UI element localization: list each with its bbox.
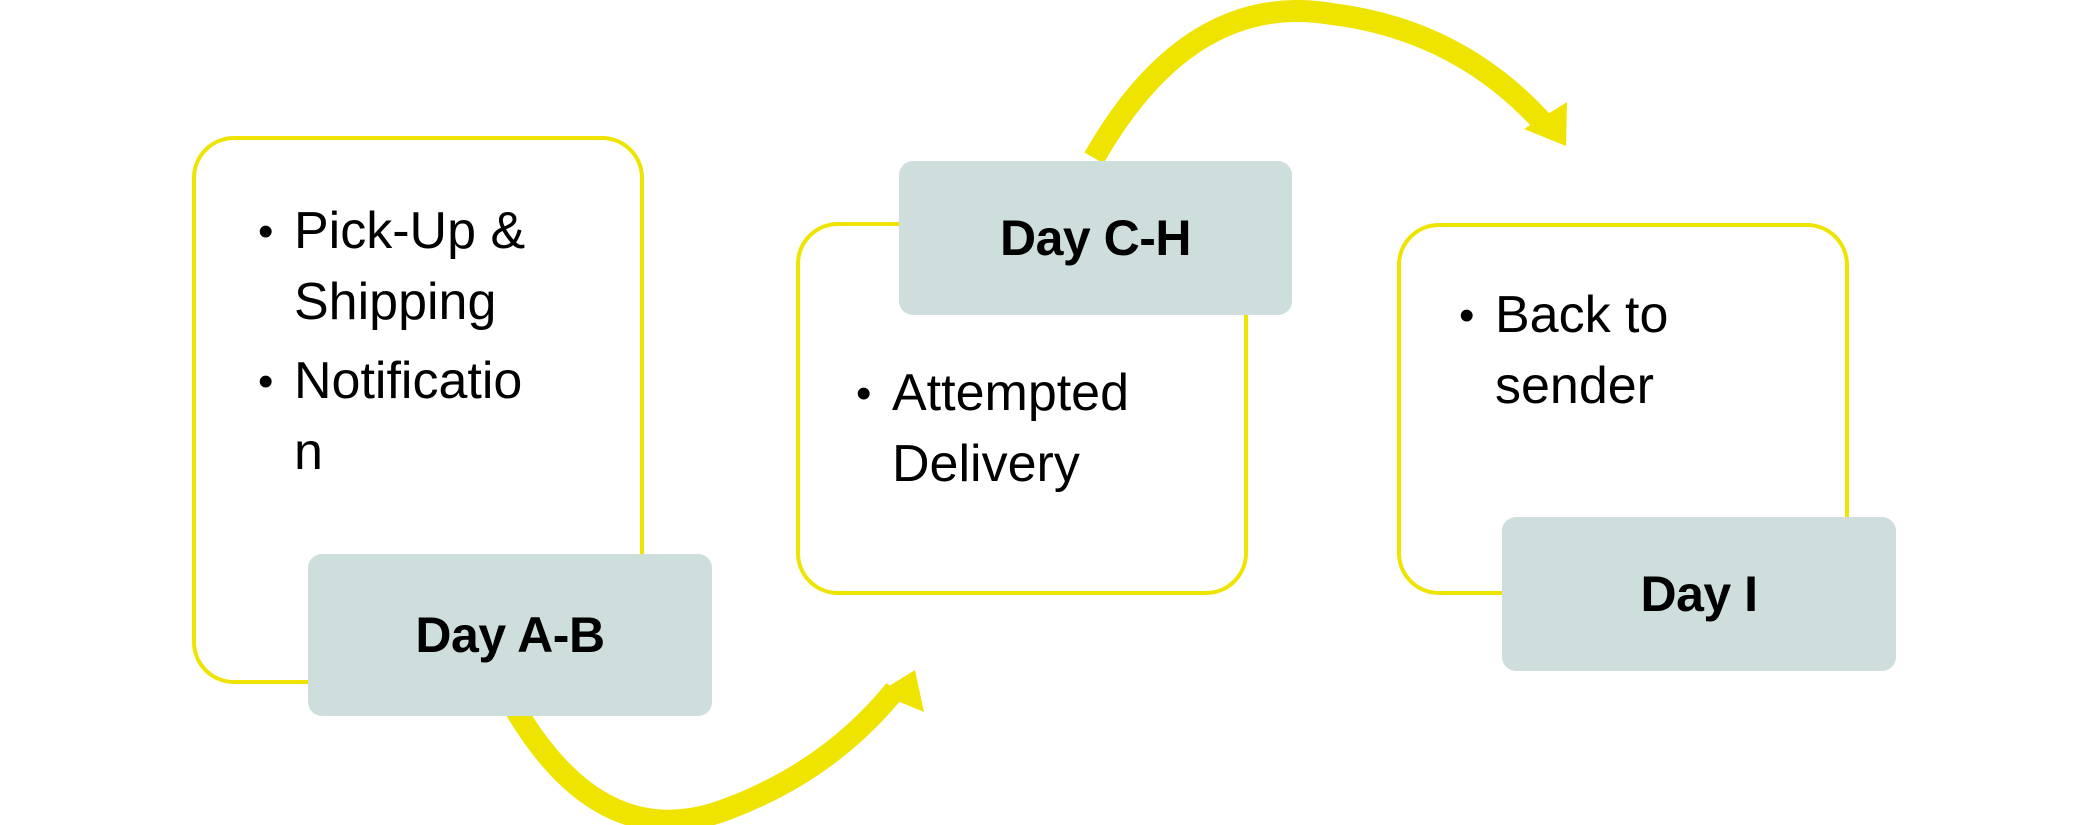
step-2-bullets: • Attempted Delivery	[856, 358, 1196, 500]
bullet-icon: •	[258, 357, 274, 406]
bullet-icon: •	[1459, 291, 1475, 340]
arrow-ab-to-ch	[500, 670, 924, 825]
step-2-bullet-1: • Attempted Delivery	[856, 358, 1196, 500]
step-2-label: Day C-H	[899, 161, 1292, 315]
bullet-icon: •	[856, 369, 872, 418]
arrow-ch-to-i-shaft	[1084, 0, 1554, 164]
step-1-bullet-1-line-2: Shipping	[294, 273, 497, 331]
step-3-bullet-1-line-2: sender	[1495, 357, 1654, 415]
step-2-bullet-1-line-1: Attempted	[892, 364, 1130, 422]
step-3-bullet-1-line-1: Back to	[1495, 286, 1669, 344]
step-1-label: Day A-B	[308, 554, 712, 716]
arrow-ch-to-i	[1084, 0, 1567, 164]
arrow-ab-to-ch-head-icon	[878, 670, 924, 712]
step-3-bullets: • Back to sender	[1459, 280, 1799, 422]
arrow-ch-to-i-head-icon	[1524, 102, 1567, 146]
step-1-bullet-1: • Pick-Up & Shipping	[258, 196, 598, 338]
step-1-bullet-2: • Notificatio n	[258, 346, 598, 488]
step-2-bullet-1-line-2: Delivery	[892, 435, 1080, 493]
bullet-icon: •	[258, 207, 274, 256]
step-1-bullets: • Pick-Up & Shipping • Notificatio n	[258, 196, 598, 488]
arrow-ab-to-ch-shaft	[500, 683, 904, 825]
step-1-bullet-2-line-1: Notificatio	[294, 352, 523, 410]
step-1-bullet-2-line-2: n	[294, 423, 323, 481]
step-3-label: Day I	[1502, 517, 1896, 671]
step-1-bullet-1-line-1: Pick-Up &	[294, 202, 526, 260]
step-3-bullet-1: • Back to sender	[1459, 280, 1799, 422]
